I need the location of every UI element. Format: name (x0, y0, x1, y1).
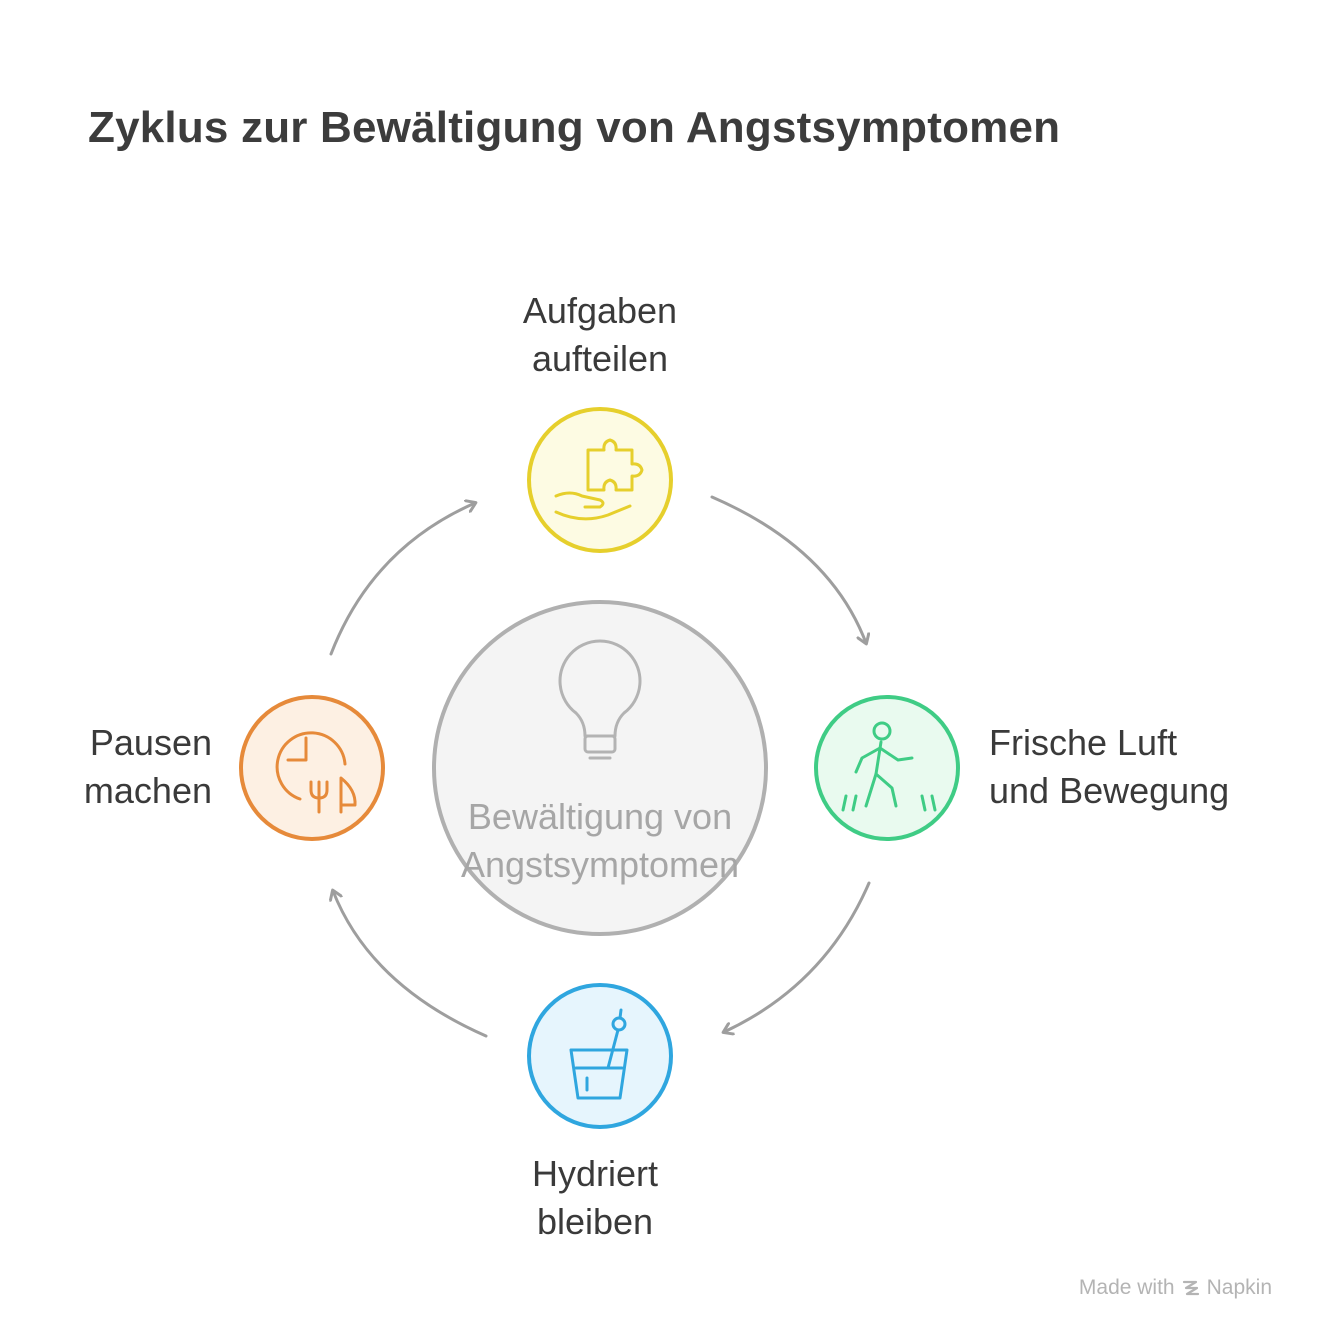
step-label-tasks: Aufgaben aufteilen (500, 287, 700, 383)
clock-cutlery-icon (275, 731, 357, 814)
step-label-breaks-line1: Pausen (89, 722, 212, 763)
step-label-hydration: Hydriert bleiben (500, 1150, 690, 1246)
step-label-breaks: Pausen machen (20, 719, 212, 815)
napkin-logo-icon (1182, 1280, 1199, 1296)
step-label-hydration-line1: Hydriert (531, 1153, 659, 1194)
arrow-bottom-to-left (333, 891, 488, 1038)
step-node-fresh-air (814, 695, 960, 841)
step-node-tasks (527, 407, 673, 553)
step-node-breaks (239, 695, 385, 841)
glass-straw-icon (569, 1008, 629, 1100)
lightbulb-icon (558, 639, 642, 760)
walking-person-icon (841, 721, 937, 812)
step-label-fresh-air-line1: Frische Luft (989, 722, 1178, 763)
arrow-left-to-top (329, 503, 475, 656)
arrow-top-to-right (710, 495, 866, 643)
cycle-arrows (329, 495, 871, 1038)
step-node-hydration (527, 983, 673, 1129)
footer-credit: Made with Napkin (1079, 1276, 1272, 1300)
footer-prefix: Made with (1078, 1276, 1175, 1299)
step-label-fresh-air: Frische Luft und Bewegung (989, 719, 1229, 815)
arrow-right-to-bottom (724, 881, 871, 1032)
step-label-tasks-line1: Aufgaben (522, 290, 678, 331)
center-node (432, 600, 768, 936)
center-label-line1: Bewältigung von (467, 796, 733, 837)
center-label-line2: Angstsymptomen (460, 844, 740, 885)
step-label-tasks-line2: aufteilen (531, 338, 669, 379)
step-label-hydration-line2: bleiben (536, 1201, 654, 1242)
step-label-fresh-air-line2: und Bewegung (989, 770, 1230, 811)
step-label-breaks-line2: machen (83, 770, 212, 811)
puzzle-hand-icon (554, 438, 644, 521)
diagram-title: Zyklus zur Bewältigung von Angstsymptome… (88, 103, 1061, 152)
center-label: Bewältigung von Angstsymptomen (400, 793, 800, 889)
footer-brand: Napkin (1206, 1276, 1272, 1299)
